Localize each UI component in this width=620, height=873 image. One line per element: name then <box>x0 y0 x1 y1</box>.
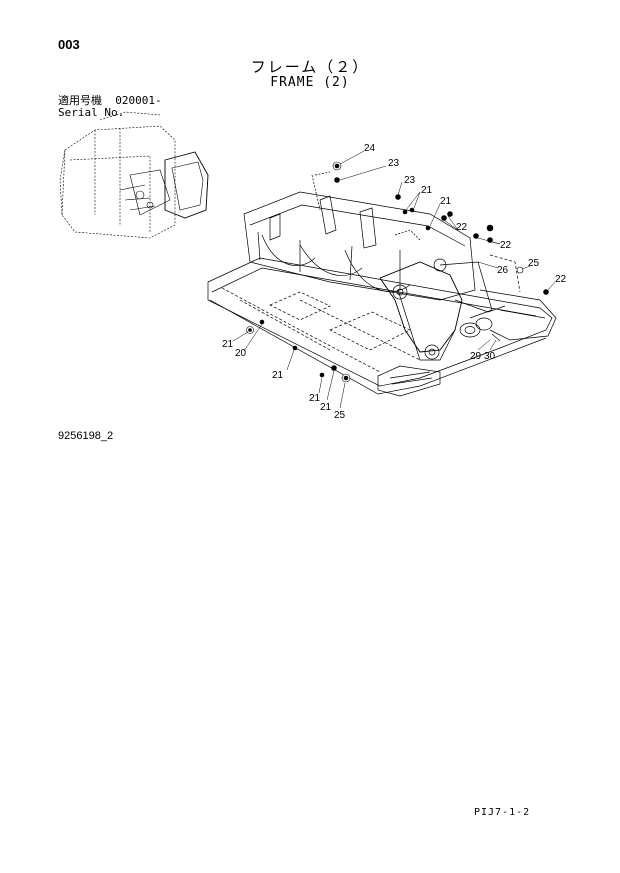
page-reference: PIJ7-1-2 <box>474 807 531 818</box>
callout-label: 21 <box>320 402 332 413</box>
callout-label: 21 <box>440 196 452 207</box>
callout-label: 24 <box>364 143 376 154</box>
page-title-japanese: フレーム（２） <box>250 59 370 76</box>
page-number: 003 <box>58 37 80 52</box>
callout-label: 20 <box>235 348 247 359</box>
callout-label: 22 <box>500 240 512 251</box>
leader-lines <box>232 150 556 409</box>
callout-label: 21 <box>222 339 234 350</box>
callout-label: 29 <box>470 351 482 362</box>
callout-label: 23 <box>404 175 416 186</box>
callout-label: 22 <box>555 274 567 285</box>
serial-number-block: 適用号機 020001- Serial No. <box>58 95 162 119</box>
callout-label: 26 <box>497 265 509 276</box>
callout-label: 25 <box>528 258 540 269</box>
callout-label: 21 <box>421 185 433 196</box>
callout-label: 21 <box>309 393 321 404</box>
callout-label: 30 <box>484 351 496 362</box>
page-title-english: FRAME (2) <box>270 75 350 90</box>
frame-assembly <box>207 171 557 397</box>
callout-label: 25 <box>334 410 346 421</box>
figure-number: 9256198_2 <box>58 430 114 442</box>
callout-label: 22 <box>456 222 468 233</box>
serial-label-english: Serial No. <box>58 106 125 119</box>
callout-labels: 24 23 23 21 21 22 22 22 26 25 21 20 21 2… <box>222 143 567 421</box>
serial-value: 020001- <box>115 94 162 107</box>
key-map-thumbnail <box>59 111 209 239</box>
callout-label: 23 <box>388 158 400 169</box>
serial-label-japanese: 適用号機 <box>58 94 102 107</box>
callout-label: 21 <box>272 370 284 381</box>
